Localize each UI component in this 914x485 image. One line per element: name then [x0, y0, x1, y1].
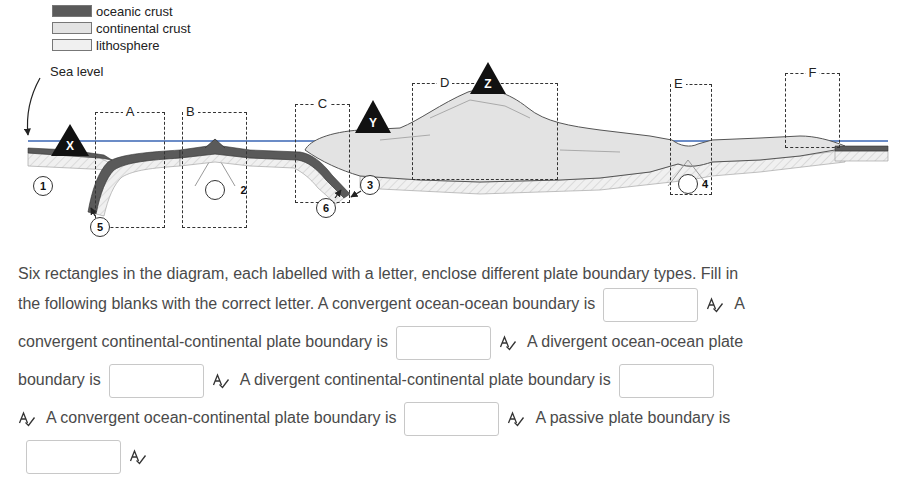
sea-level-label: Sea level [50, 64, 103, 79]
answer-box [619, 364, 714, 398]
question-text: A convergent ocean-continental plate bou… [46, 409, 396, 426]
volcano-marker: Y [355, 100, 391, 133]
legend-text: lithosphere [96, 38, 160, 53]
box-letter: B [183, 104, 198, 120]
spellcheck-icon [212, 373, 230, 389]
box-letter: F [806, 65, 820, 81]
spellcheck-icon [137, 456, 146, 464]
spellcheck-icon [18, 411, 36, 427]
boundary-box: 2B [182, 112, 247, 228]
question-part: A convergent ocean-continental plate bou… [46, 409, 535, 426]
volcano-letter: Z [484, 77, 491, 94]
leader-arrow [351, 191, 361, 197]
callout-circle: 3 [360, 175, 380, 195]
box-letter: E [671, 76, 686, 92]
question-text: Six rectangles in the diagram, each labe… [18, 262, 748, 476]
volcano-triangle [470, 62, 506, 94]
box-letter: C [315, 96, 330, 112]
crust-texture [380, 100, 620, 152]
volcano-marker: Z [470, 62, 506, 94]
lithosphere [835, 151, 888, 161]
legend-swatch [52, 22, 92, 34]
volcano-letter: Y [369, 116, 377, 133]
callout-circle: 4 [678, 174, 698, 194]
callout-number: 4 [702, 178, 708, 190]
oceanic-crust [88, 150, 180, 214]
spellcheck-icon [20, 413, 28, 423]
spellcheck-icon [131, 451, 139, 461]
box-letter: D [437, 75, 452, 91]
spellcheck-icon [219, 380, 228, 388]
answer-box [603, 288, 698, 322]
legend-text: continental crust [96, 21, 191, 36]
answer-box [404, 402, 499, 436]
spellcheck-icon [507, 411, 525, 427]
boundary-box: C [295, 104, 350, 203]
spellcheck-icon [515, 418, 524, 426]
spellcheck-icon [714, 304, 723, 312]
oceanic-crust [835, 146, 888, 151]
boundary-box: F [785, 73, 840, 148]
question-text: A divergent continental-continental plat… [240, 371, 611, 388]
answer-box [109, 364, 204, 398]
ridge-crest [205, 139, 225, 148]
leader-arrow [335, 190, 341, 198]
question-text: A passive plate boundary is [535, 409, 730, 426]
spellcheck-icon [499, 335, 517, 351]
callout-number: 5 [97, 221, 103, 233]
question-part: Six rectangles in the diagram, each labe… [18, 265, 738, 312]
spellcheck-icon [129, 449, 147, 465]
continental-crust [305, 90, 845, 182]
callout-number: 2 [240, 184, 246, 196]
volcano-triangle [355, 100, 391, 133]
answer-box [396, 326, 491, 360]
spellcheck-icon [509, 413, 517, 423]
callout-circle: 6 [316, 198, 336, 218]
boundary-box: 4E [670, 84, 712, 195]
spellcheck-icon [213, 375, 221, 385]
spellcheck-icon [708, 299, 716, 309]
callout-number: 1 [40, 180, 46, 192]
callout-number: 3 [367, 179, 373, 191]
spellcheck-icon [706, 297, 724, 313]
sea-level-arrow [28, 78, 41, 135]
legend-swatch [52, 39, 92, 51]
callout-number: 6 [323, 202, 329, 214]
volcano-triangle [51, 124, 89, 156]
volcano-marker: X [51, 124, 89, 156]
volcano-letter: X [66, 139, 74, 156]
boundary-box: D [412, 83, 558, 180]
spellcheck-icon [26, 418, 35, 426]
callout-circle: 5 [90, 217, 110, 237]
callout-circle: 1 [33, 176, 53, 196]
callout-circle: 2 [205, 180, 225, 200]
answer-box [26, 440, 121, 474]
legend-swatch [52, 5, 92, 17]
spellcheck-icon [501, 337, 509, 347]
boundary-box: A [95, 112, 165, 228]
box-letter: A [123, 104, 138, 120]
legend-text: oceanic crust [96, 4, 173, 19]
spellcheck-icon [507, 342, 516, 350]
